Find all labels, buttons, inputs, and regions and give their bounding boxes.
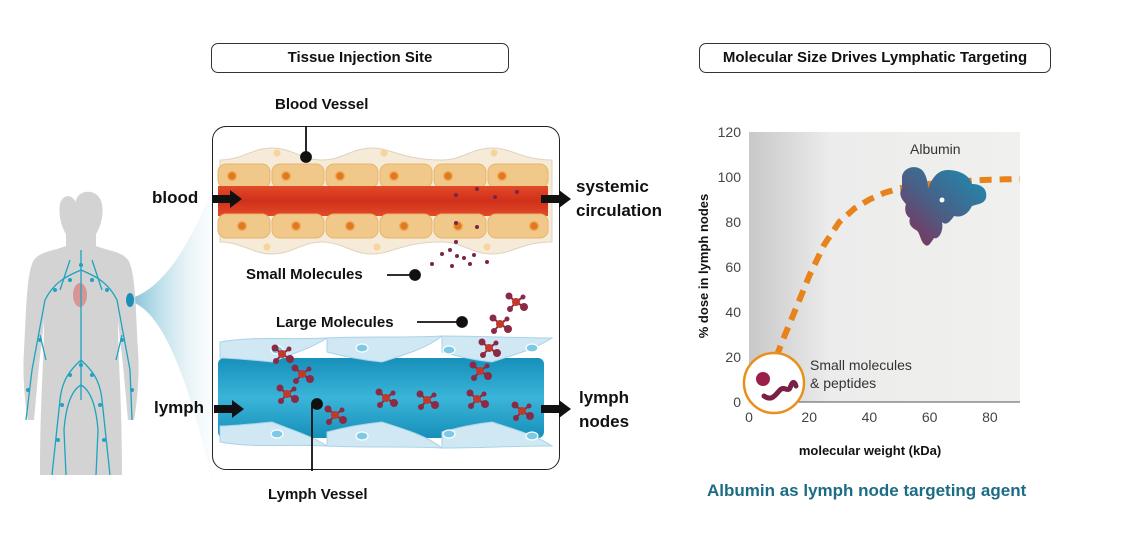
endothelial-cells-bottom bbox=[217, 213, 549, 239]
y-axis-label: % dose in lymph nodes bbox=[696, 194, 711, 338]
x-axis-label: molecular weight (kDa) bbox=[799, 443, 941, 458]
lymph-nodes-line2: nodes bbox=[579, 412, 630, 431]
blood-vessel bbox=[217, 147, 553, 268]
lymph-nodes-label: lymph nodes bbox=[579, 386, 629, 434]
systemic-line1: systemic bbox=[576, 177, 649, 196]
pericyte-nuclei bbox=[263, 149, 498, 251]
y-tick-label: 60 bbox=[725, 259, 741, 275]
plot-area bbox=[749, 132, 1020, 402]
y-tick-label: 80 bbox=[725, 214, 741, 230]
x-tick-label: 60 bbox=[922, 409, 938, 425]
zoom-cone bbox=[132, 190, 212, 480]
small-molecules-label: Small Molecules bbox=[246, 266, 363, 283]
y-tick-label: 40 bbox=[725, 304, 741, 320]
blood-out-arrow bbox=[541, 190, 571, 208]
lymph-nodes-line1: lymph bbox=[579, 388, 630, 407]
x-tick-label: 20 bbox=[801, 409, 817, 425]
lymph-cell-nuclei bbox=[270, 343, 539, 441]
large-molecules-label: Large Molecules bbox=[276, 314, 394, 331]
uptake-curve bbox=[773, 176, 1020, 359]
tissue-injection-site-title: Tissue Injection Site bbox=[211, 43, 509, 73]
blood-flow bbox=[218, 186, 548, 216]
systemic-circulation-label: systemic circulation bbox=[576, 175, 662, 223]
lymph-nodes bbox=[26, 263, 134, 442]
small-molecules-annotation-line2: & peptides bbox=[810, 375, 876, 391]
lymphatic-network bbox=[25, 250, 133, 476]
lymph-vessel-label: Lymph Vessel bbox=[268, 486, 368, 503]
small-molecules-icon bbox=[742, 351, 806, 415]
lymph-out-arrow bbox=[541, 400, 571, 418]
vessel-illustration bbox=[217, 126, 554, 471]
small-molecules-annotation-line1: Small molecules bbox=[810, 357, 912, 373]
y-tick-label: 20 bbox=[725, 349, 741, 365]
systemic-line2: circulation bbox=[576, 201, 662, 220]
blood-in-arrow bbox=[212, 190, 242, 208]
albumin-annotation: Albumin bbox=[910, 141, 961, 157]
chart-caption: Albumin as lymph node targeting agent bbox=[707, 481, 1027, 500]
x-tick-label: 40 bbox=[862, 409, 878, 425]
lymph-label: lymph bbox=[154, 398, 205, 417]
albumin-molecule-icon bbox=[900, 167, 987, 246]
x-tick-label: 0 bbox=[745, 409, 753, 425]
lymph-uptake-chart: 0 20 40 60 80 100 120 0 20 40 60 80 Albumin Small … bbox=[696, 124, 1020, 458]
human-body-figure bbox=[23, 190, 212, 480]
leader-lines bbox=[300, 126, 468, 471]
y-tick-label: 100 bbox=[718, 169, 742, 185]
lymph-endothelial-cells bbox=[219, 335, 554, 449]
lymph-in-arrow bbox=[214, 400, 244, 418]
molecular-size-title: Molecular Size Drives Lymphatic Targetin… bbox=[699, 43, 1051, 73]
cell-nuclei bbox=[226, 170, 540, 232]
blood-label: blood bbox=[152, 188, 199, 207]
heart bbox=[73, 283, 87, 307]
blood-vessel-label: Blood Vessel bbox=[275, 96, 369, 113]
endothelial-cells-top bbox=[217, 163, 549, 189]
small-molecules bbox=[430, 187, 519, 268]
lymph-vessel bbox=[218, 335, 554, 449]
y-tick-label: 0 bbox=[733, 394, 741, 410]
injection-site-marker bbox=[126, 293, 134, 307]
x-tick-label: 80 bbox=[982, 409, 998, 425]
y-tick-label: 120 bbox=[718, 124, 742, 140]
